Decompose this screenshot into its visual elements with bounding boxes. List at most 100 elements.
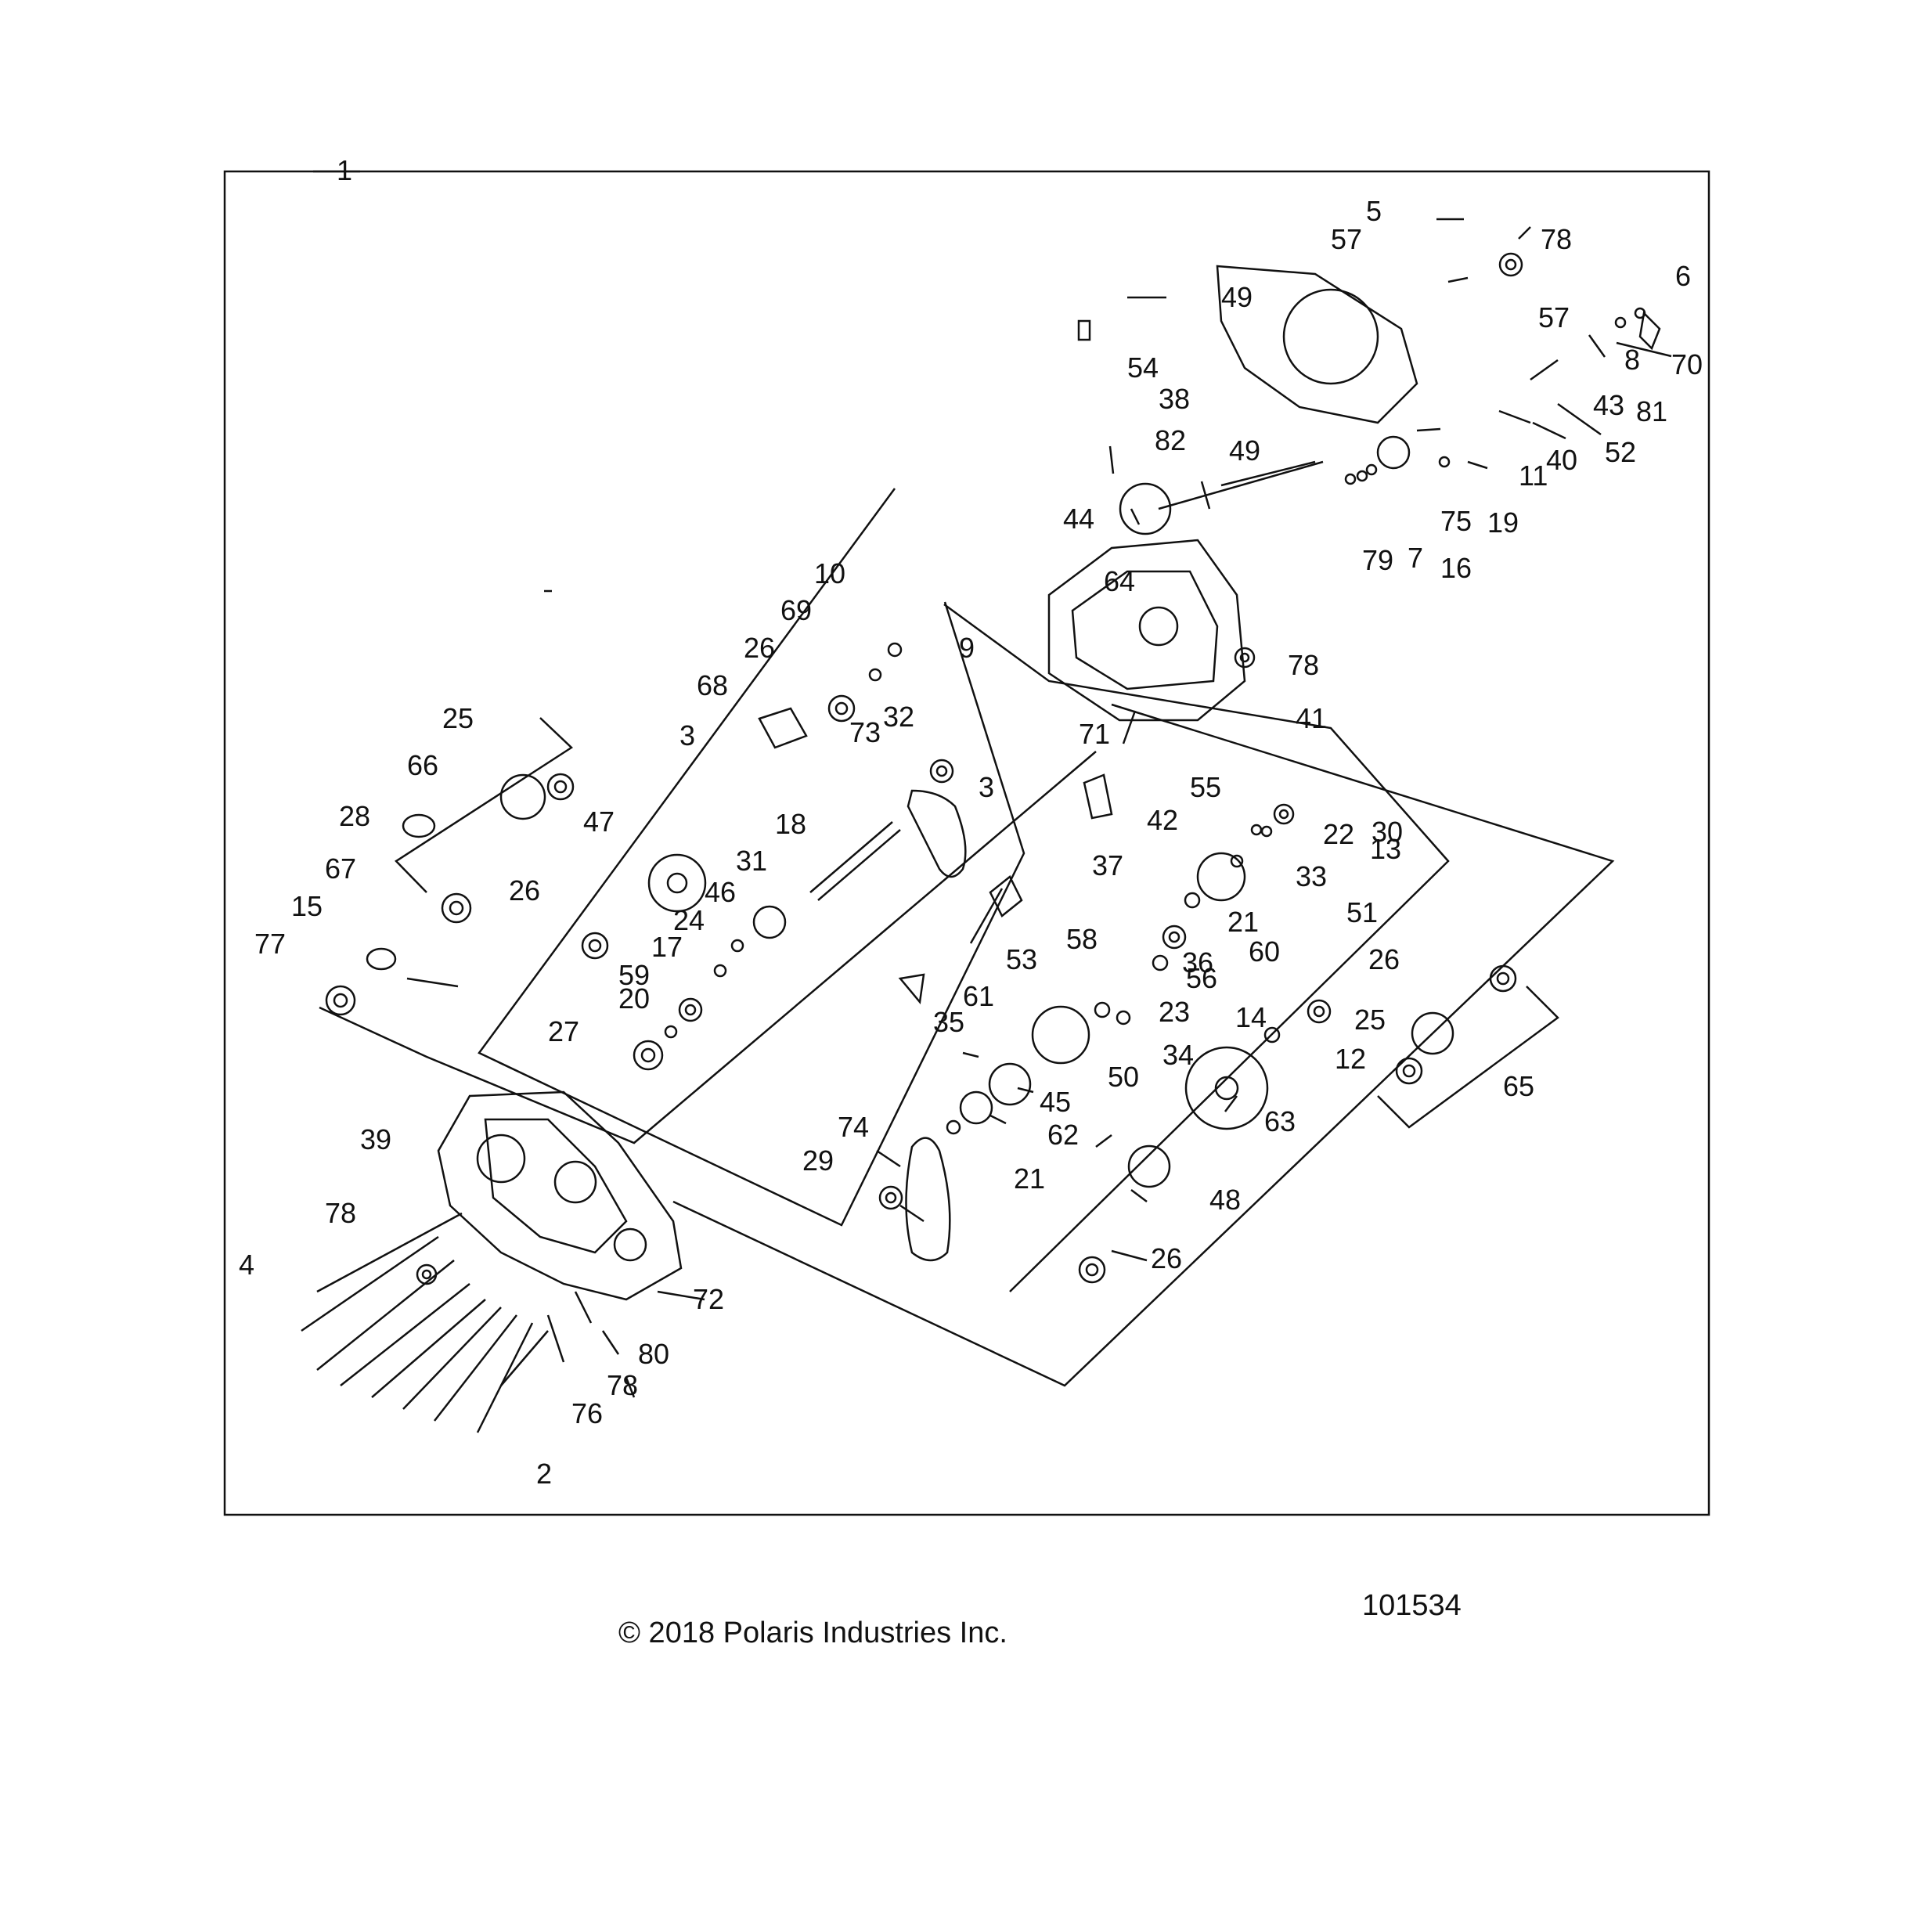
washers [366,307,1646,1135]
rod-53 [969,888,1004,944]
callout-11: 11 [1519,460,1548,492]
callout-3b: 3 [979,771,994,803]
callout-29: 29 [802,1144,834,1177]
callout-55: 55 [1190,771,1221,803]
arm-70 [1638,311,1661,351]
callout-9: 9 [959,632,975,664]
case-half-41 [1047,539,1246,722]
callout-49b: 49 [1229,434,1260,467]
bracket-25 [395,717,574,893]
callout-44: 44 [1063,503,1094,535]
callout-labels: 1 2 3 3 4 5 6 7 8 9 10 11 12 13 14 15 16… [239,154,1703,1490]
case-half-39 [437,1090,683,1301]
callout-39: 39 [360,1123,391,1155]
callout-64: 64 [1104,565,1135,597]
gear-66 [499,773,546,820]
callout-26: 26 [744,632,775,664]
gear-47 [647,853,707,913]
callout-15: 15 [291,890,323,922]
callout-24: 24 [673,904,705,936]
callout-7: 7 [1408,542,1423,574]
shaft-52 [1530,359,1559,381]
callout-69: 69 [780,594,812,626]
pin-55 [1122,710,1137,744]
bearings [325,252,1523,1285]
group-outline-left [319,751,1097,1144]
bracket-65 [1377,986,1559,1129]
callout-30: 30 [1372,816,1403,848]
callout-61: 61 [963,980,994,1012]
callout-82: 82 [1155,424,1186,456]
callout-74: 74 [838,1111,869,1143]
callout-31: 31 [736,845,767,877]
callout-78b: 78 [1288,649,1319,681]
callout-22: 22 [1323,818,1354,850]
leader-lines [406,218,1672,1398]
spring-82 [1108,445,1115,474]
callout-68: 68 [697,669,728,701]
belt-74 [905,1137,951,1262]
callout-58: 58 [1066,923,1098,955]
gear-48 [1127,1144,1171,1188]
belt-73 [907,789,967,878]
callout-40: 40 [1546,444,1577,476]
diagram-reference-number: 101534 [1362,1589,1462,1622]
gear-64 [1119,482,1172,535]
callout-13: 13 [1370,833,1401,865]
callout-20: 20 [618,982,650,1015]
callout-26b: 26 [509,874,540,907]
callout-66: 66 [407,749,438,781]
callout-38: 38 [1159,383,1190,415]
callout-65: 65 [1503,1070,1534,1102]
fork-58 [989,875,1023,917]
callout-78: 78 [1541,223,1572,255]
callout-80: 80 [638,1338,669,1370]
callout-18: 18 [775,808,806,840]
callout-67: 67 [325,852,356,885]
rod-11 [1220,460,1316,487]
callout-42: 42 [1147,804,1178,836]
gear-50 [1031,1005,1090,1065]
gear-45 [988,1062,1032,1106]
gear-62 [959,1090,993,1125]
assembly-frame [223,170,1710,1516]
callout-70: 70 [1671,348,1703,380]
callout-16: 16 [1440,552,1472,584]
callout-2: 2 [536,1458,552,1490]
callout-57: 57 [1331,223,1362,255]
callout-79: 79 [1362,544,1393,576]
callout-57b: 57 [1538,301,1570,333]
callout-25: 25 [442,702,474,734]
gear-65 [1411,1011,1454,1055]
pin-44 [1130,508,1141,525]
callout-60: 60 [1249,935,1280,968]
callout-26d: 26 [1151,1242,1182,1274]
fork-42 [1083,773,1113,820]
callout-28: 28 [339,800,370,832]
callout-49: 49 [1221,281,1253,313]
callout-34: 34 [1162,1039,1194,1071]
callout-10: 10 [814,557,845,589]
group-outline-output [672,703,1615,1387]
callout-33: 33 [1296,860,1327,892]
callout-78c: 78 [325,1197,356,1229]
callout-77: 77 [254,928,286,960]
callout-35: 35 [933,1006,964,1038]
case-bolts [301,1212,549,1433]
group-outline-shaft-b [943,603,1450,1292]
callout-21: 21 [1227,906,1259,938]
callout-50: 50 [1108,1061,1139,1093]
callout-53: 53 [1006,943,1037,975]
callout-26c: 26 [1368,943,1400,975]
gear-63 [1184,1046,1269,1130]
callout-78d: 78 [607,1369,638,1401]
callout-32: 32 [883,701,914,733]
callout-47: 47 [583,806,615,838]
callout-56: 56 [1186,962,1217,994]
callout-21b: 21 [1014,1162,1045,1195]
group-outline-shaft-a [478,488,1025,1227]
callout-41: 41 [1296,702,1327,734]
gear-51 [1196,852,1246,902]
callout-27: 27 [548,1015,579,1047]
